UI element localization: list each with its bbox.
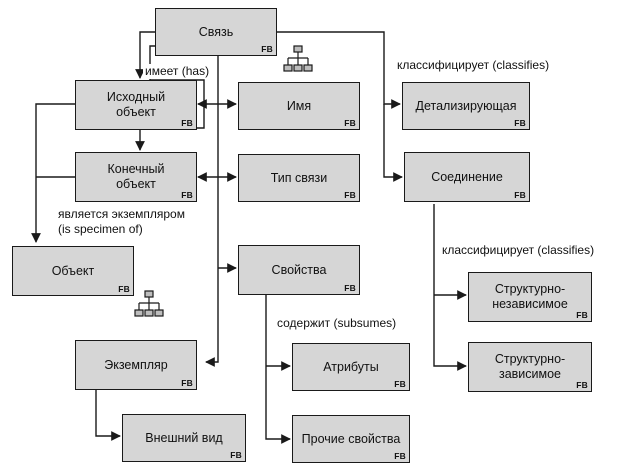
node-properties: Свойства FB xyxy=(238,245,360,295)
node-attributes: Атрибуты FB xyxy=(292,343,410,391)
node-tag: FB xyxy=(230,450,242,460)
node-label: Свойства xyxy=(271,262,327,277)
node-label: Соединение xyxy=(431,169,503,184)
node-label: Связь xyxy=(198,24,234,39)
connector-connection xyxy=(383,104,403,182)
connector-struct xyxy=(433,204,467,371)
node-link-type: Тип связи FB xyxy=(238,154,360,202)
node-label: Тип связи xyxy=(270,170,328,185)
node-label: Экземпляр xyxy=(104,357,168,372)
node-label: Атрибуты xyxy=(323,359,379,374)
node-label: Исходный объект xyxy=(106,90,166,119)
connector-spine xyxy=(205,48,219,367)
node-appearance: Внешний вид FB xyxy=(122,414,246,462)
node-tag: FB xyxy=(514,118,526,128)
node-tag: FB xyxy=(344,283,356,293)
node-connection: Соединение FB xyxy=(404,152,530,202)
annotation-classifies-bottom: классифицирует (classifies) xyxy=(440,243,597,258)
node-label: Объект xyxy=(51,263,95,278)
annotation-is-specimen-of: является экземпляром (is specimen of) xyxy=(56,207,187,237)
hierarchy-icon xyxy=(283,45,313,72)
connector-appearance xyxy=(95,388,121,441)
node-label: Конечный объект xyxy=(107,162,165,191)
node-struct-independent: Структурно- независимое FB xyxy=(468,272,592,322)
node-object: Объект FB xyxy=(12,246,134,296)
annotation-classifies-top: классифицирует (classifies) xyxy=(395,58,552,73)
node-label: Детализирующая xyxy=(415,98,517,113)
node-tag: FB xyxy=(576,380,588,390)
node-tag: FB xyxy=(394,451,406,461)
node-tag: FB xyxy=(181,378,193,388)
node-tag: FB xyxy=(394,379,406,389)
node-detailing: Детализирующая FB xyxy=(402,82,530,130)
node-label: Прочие свойства xyxy=(301,431,401,446)
node-tag: FB xyxy=(181,118,193,128)
node-tag: FB xyxy=(118,284,130,294)
node-tag: FB xyxy=(261,44,273,54)
node-label: Внешний вид xyxy=(145,430,223,445)
node-tag: FB xyxy=(514,190,526,200)
connector-classifies xyxy=(262,31,401,109)
node-instance: Экземпляр FB xyxy=(75,340,197,390)
annotation-has: имеет (has) xyxy=(143,64,212,79)
node-target-object: Конечный объект FB xyxy=(75,152,197,202)
annotation-subsumes: содержит (subsumes) xyxy=(275,316,399,331)
node-source-object: Исходный объект FB xyxy=(75,80,197,130)
connector-specimen xyxy=(31,103,75,243)
node-other-properties: Прочие свойства FB xyxy=(292,415,410,463)
node-link: Связь FB xyxy=(155,8,277,56)
node-struct-dependent: Структурно- зависимое FB xyxy=(468,342,592,392)
node-tag: FB xyxy=(576,310,588,320)
node-label: Структурно- независимое xyxy=(492,282,568,311)
node-label: Структурно- зависимое xyxy=(494,352,566,381)
node-tag: FB xyxy=(344,190,356,200)
hierarchy-icon xyxy=(134,290,164,317)
node-name: Имя FB xyxy=(238,82,360,130)
node-label: Имя xyxy=(286,98,312,113)
node-tag: FB xyxy=(344,118,356,128)
node-tag: FB xyxy=(181,190,193,200)
connector-subsumes xyxy=(265,295,291,444)
